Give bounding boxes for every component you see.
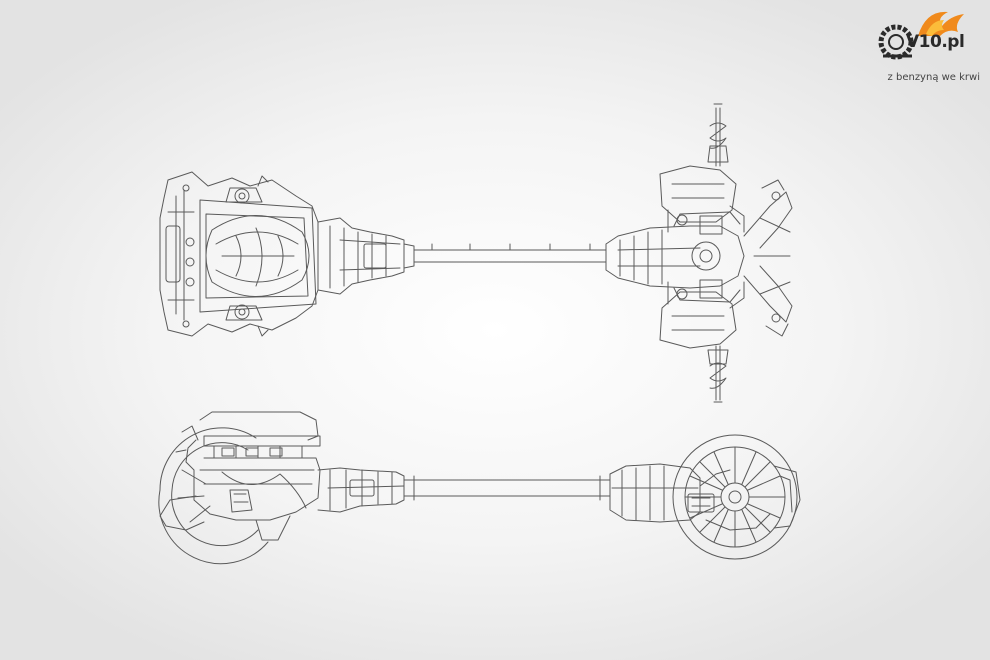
side-view-front-wheel [159, 428, 268, 564]
top-view-engine [160, 172, 318, 336]
logo-wordmark: V10.pl [906, 32, 965, 52]
side-view-propshaft [404, 476, 610, 500]
side-view-rear-wheel [673, 435, 800, 559]
side-view-rear-axle [610, 464, 714, 522]
site-logo[interactable]: V10.pl z benzyną we krwi [878, 6, 982, 90]
top-view-transmission [318, 218, 414, 294]
top-view-drivetrain [160, 104, 792, 402]
side-view-drivetrain [159, 412, 800, 564]
side-view-engine [160, 412, 320, 540]
side-view-transmission [318, 468, 404, 512]
logo-tagline: z benzyną we krwi [887, 72, 980, 83]
top-view-rear-axle [606, 104, 792, 402]
tire-flame-icon [878, 11, 964, 60]
top-view-propshaft [414, 244, 606, 262]
